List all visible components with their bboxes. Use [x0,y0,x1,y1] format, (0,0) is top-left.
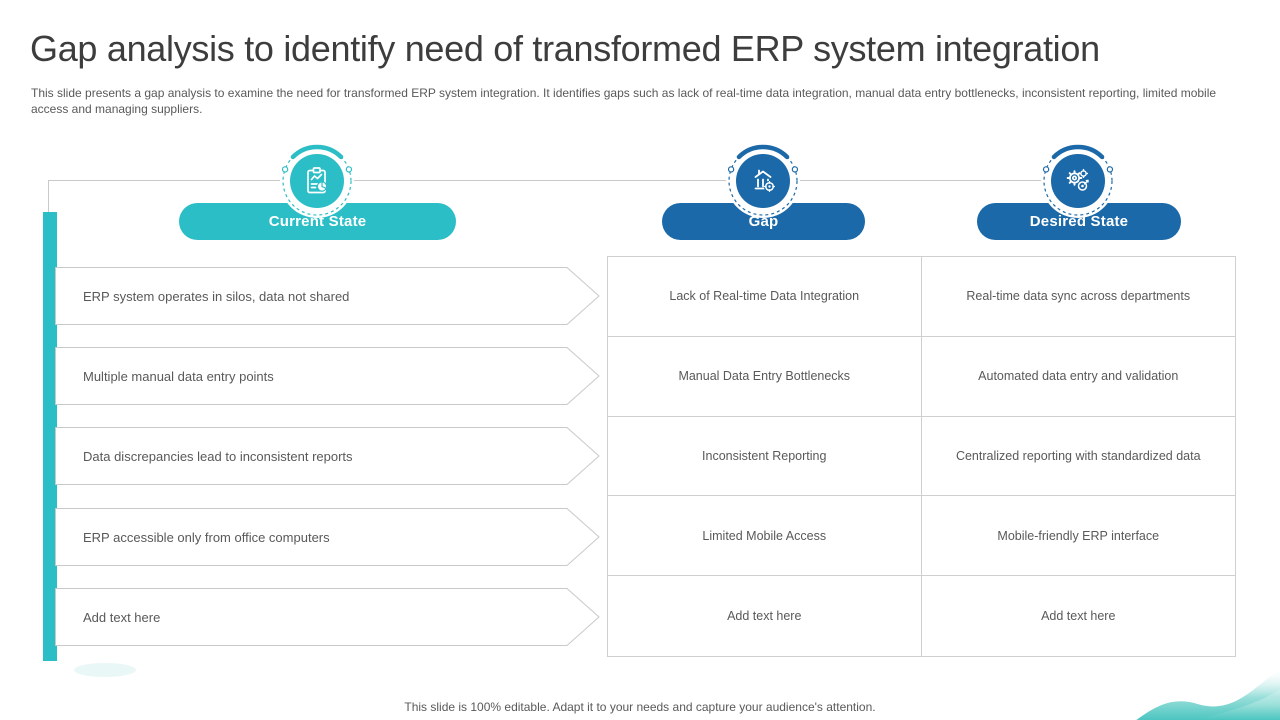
chevron-shape [55,427,600,485]
current-state-text: Multiple manual data entry points [83,368,274,384]
wave-decoration-right [1135,668,1280,720]
gears-target-icon [1041,144,1115,218]
gap-cell[interactable]: Limited Mobile Access [608,496,922,577]
desired-state-cell[interactable]: Automated data entry and validation [921,337,1235,417]
current-state-text: ERP accessible only from office computer… [83,529,330,545]
page-title: Gap analysis to identify need of transfo… [30,28,1100,69]
current-state-row[interactable]: ERP system operates in silos, data not s… [55,267,600,325]
current-state-text: Add text here [83,609,161,625]
current-state-row[interactable]: ERP accessible only from office computer… [55,508,600,566]
wave-decoration-left [74,663,136,677]
current-state-text: Data discrepancies lead to inconsistent … [83,448,353,464]
current-state-row[interactable]: Data discrepancies lead to inconsistent … [55,427,600,485]
left-accent-bar [43,212,57,661]
desired-state-cell[interactable]: Centralized reporting with standardized … [921,417,1235,497]
chevron-shape [55,508,600,566]
gap-cell[interactable]: Manual Data Entry Bottlenecks [608,336,922,417]
current-state-badge [277,141,357,221]
clipboard-chart-icon [280,144,354,218]
gap-badge [723,141,803,221]
connector-line-horizontal [48,180,1078,181]
gap-cell[interactable]: Inconsistent Reporting [608,416,922,497]
editable-note: This slide is 100% editable. Adapt it to… [404,700,876,714]
current-state-row[interactable]: Multiple manual data entry points [55,347,600,405]
desired-state-badge [1038,141,1118,221]
desired-state-cell[interactable]: Real-time data sync across departments [921,257,1235,337]
chevron-shape [55,347,600,405]
gap-analysis-table: Lack of Real-time Data Integration Real-… [607,256,1236,657]
current-state-row[interactable]: Add text here [55,588,600,646]
chevron-shape [55,267,600,325]
bank-target-icon [726,144,800,218]
column-header-label: Current State [268,213,367,230]
connector-line-vertical [48,180,49,212]
slide-subtitle: This slide presents a gap analysis to ex… [31,86,1217,117]
desired-state-cell[interactable]: Mobile-friendly ERP interface [921,496,1235,577]
column-header-label: Desired State [1029,213,1129,230]
desired-state-cell[interactable]: Add text here [1041,609,1116,624]
current-state-text: ERP system operates in silos, data not s… [83,288,350,304]
gap-cell[interactable]: Add text here [608,576,922,656]
chevron-shape [55,588,600,646]
gap-cell[interactable]: Lack of Real-time Data Integration [608,257,922,337]
